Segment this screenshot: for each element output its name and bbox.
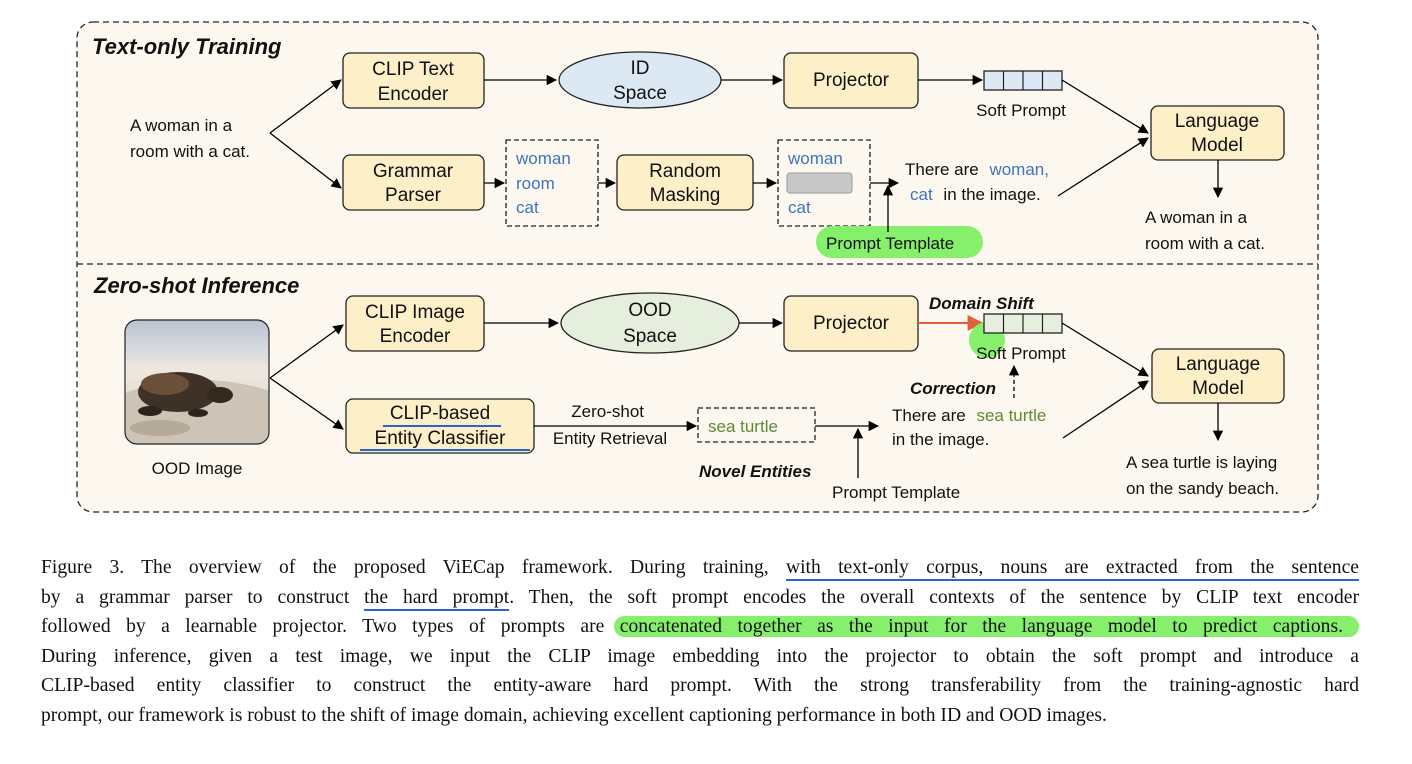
framework-diagram: Text-only Training Zero-shot Inference A… [76,21,1319,513]
caption-line: followed by a learnable projector. Two t… [41,612,1359,642]
training-input-sentence: A woman in a room with a cat. [130,116,250,161]
svg-text:cat: cat [788,198,811,217]
caption-line: Figure 3. The overview of the proposed V… [41,553,1359,583]
training-projector-box: Projector [783,52,919,109]
ood-image [124,319,270,445]
training-soft-prompt-label: Soft Prompt [976,101,1066,120]
masked-entities-box: woman cat [777,139,871,227]
arrow [1061,322,1149,377]
svg-text:sea turtle: sea turtle [708,417,778,436]
correction-label: Correction [910,379,996,398]
svg-text:Projector: Projector [813,313,890,334]
inference-soft-prompt-label: Soft Prompt [976,344,1066,363]
inference-hard-prompt: There are sea turtle in the image. [892,406,1051,449]
training-title: Text-only Training [92,34,282,59]
novel-entities-label: Novel Entities [699,462,811,481]
training-hard-prompt: There are woman, cat in the image. [905,160,1054,204]
figure-caption: Figure 3. The overview of the proposed V… [41,553,1359,731]
training-soft-prompt-tokens [983,70,1063,91]
prompt-template-highlight [816,226,983,258]
caption-text: Figure 3. The overview of the proposed V… [41,557,786,578]
mask-token [786,172,853,194]
arrow [269,377,344,430]
diagram-panel [76,21,1319,513]
arrow [1061,79,1149,134]
caption-line: CLIP-based entity classifier to construc… [41,675,1359,697]
arrow [1057,137,1149,197]
inference-output-caption: A sea turtle is laying on the sandy beac… [1126,453,1282,498]
training-output-caption: A woman in a room with a cat. [1145,208,1265,253]
training-prompt-template: Prompt Template [826,234,954,253]
caption-underlined-text: the hard prompt [364,586,510,611]
novel-entity-box: sea turtle [697,407,816,443]
caption-text: followed by a learnable projector. Two t… [41,616,620,638]
arrow [269,132,342,189]
caption-line: During inference, given a test image, we… [41,645,1359,667]
caption-line: prompt, our framework is robust to the s… [41,704,1107,726]
caption-text: by a grammar parser to construct [41,586,365,608]
caption-line: by a grammar parser to construct the har… [41,583,1359,613]
arrow [269,324,344,379]
inference-title: Zero-shot Inference [93,273,299,298]
ood-image-label: OOD Image [152,459,243,478]
domain-shift-label: Domain Shift [929,294,1035,313]
arrow [269,79,342,134]
inference-soft-prompt-tokens [983,313,1063,334]
retrieval-label: Zero-shot Entity Retrieval [553,402,667,448]
caption-highlighted-text: concatenated together as the input for t… [613,616,1359,638]
caption-text: . Then, the soft prompt encodes the over… [509,586,1359,608]
arrow [1062,380,1149,439]
svg-text:Projector: Projector [813,70,890,91]
inference-prompt-template: Prompt Template [832,483,960,502]
inference-projector-box: Projector [783,295,919,352]
caption-underlined-text: with text-only corpus, nouns are extract… [785,557,1359,581]
svg-text:woman: woman [787,149,843,168]
